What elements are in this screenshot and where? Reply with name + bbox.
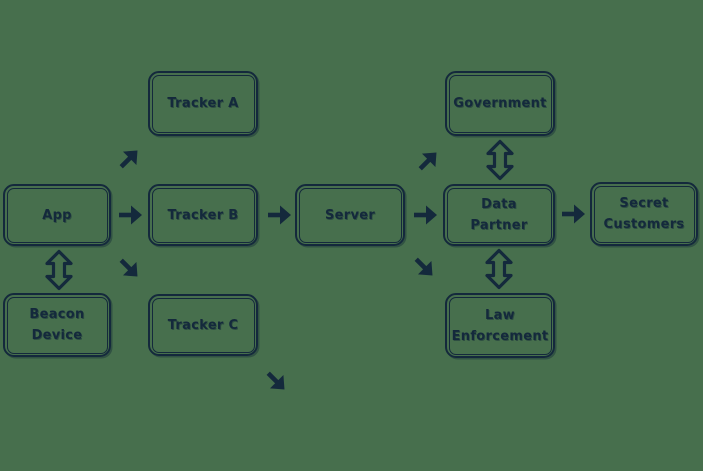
- arrow-right-icon-datapartner-secret: [562, 205, 585, 224]
- node-government-label: Government: [453, 96, 547, 111]
- arrow-down-right-icon-app-trackerc: [115, 254, 145, 284]
- node-app-label: App: [42, 207, 72, 223]
- arrow-right-icon-app-trackerb: [119, 206, 142, 225]
- node-tracker-b: Tracker B: [148, 184, 258, 246]
- node-beacon-device-label: Beacon Device: [29, 307, 85, 343]
- node-tracker-a-label: Tracker A: [167, 96, 239, 111]
- node-app: App: [3, 184, 111, 246]
- arrow-right-icon-server-datapartner: [414, 206, 437, 225]
- arrow-up-down-icon-datapartner-lawenf: [485, 248, 513, 290]
- arrow-up-right-icon-app-trackera: [115, 144, 145, 174]
- node-server: Server: [295, 184, 405, 246]
- node-secret-customers: Secret Customers: [590, 182, 698, 246]
- node-law-enforcement: Law Enforcement: [445, 293, 555, 358]
- node-law-enforcement-label: Law Enforcement: [451, 307, 549, 344]
- node-tracker-c: Tracker C: [148, 294, 258, 356]
- node-data-partner: Data Partner: [443, 184, 555, 246]
- node-tracker-b-label: Tracker B: [167, 207, 239, 223]
- arrow-up-down-icon-government-datapartner: [486, 139, 514, 181]
- node-beacon-device: Beacon Device: [3, 293, 111, 357]
- node-data-partner-label: Data Partner: [470, 197, 528, 233]
- node-tracker-c-label: Tracker C: [167, 317, 239, 333]
- arrow-right-icon-trackerb-server: [268, 206, 291, 225]
- node-server-label: Server: [324, 207, 376, 223]
- node-government: Government: [445, 71, 555, 136]
- arrow-up-right-icon-server-government: [414, 146, 444, 176]
- arrow-down-right-icon-trackerc-out: [262, 367, 292, 397]
- arrow-down-right-icon-server-lawenf: [410, 253, 440, 283]
- node-tracker-a: Tracker A: [148, 71, 258, 136]
- arrow-up-down-icon-app-beacon: [45, 249, 73, 291]
- node-secret-customers-label: Secret Customers: [603, 196, 685, 232]
